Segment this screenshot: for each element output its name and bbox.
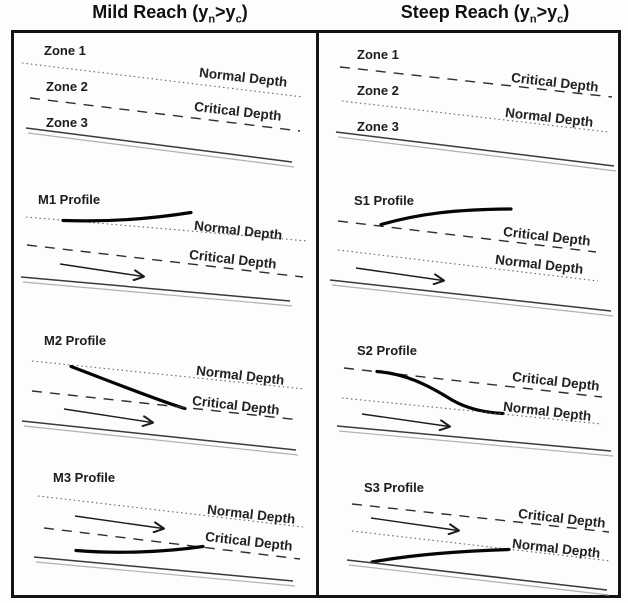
s1-profile-label: S1 Profile: [354, 193, 414, 208]
channel-bed-line: [33, 556, 294, 582]
channel-bed-line: [336, 425, 612, 452]
title-text: >y: [536, 2, 558, 22]
subscript-n: n: [208, 13, 216, 26]
critical-depth-line: [29, 97, 301, 132]
title-text: Mild Reach (y: [92, 2, 209, 22]
flow-direction-arrow: [63, 408, 152, 423]
normal-depth-line: [341, 397, 603, 425]
title-text: Steep Reach (y: [400, 2, 530, 22]
normal-depth-line: [351, 530, 612, 562]
channel-bed-shadow: [338, 430, 614, 457]
m3-profile-label: M3 Profile: [53, 470, 116, 485]
zone2-label: Zone 2: [46, 79, 88, 94]
channel-bed-line: [346, 559, 608, 591]
zone2-label: Zone 2: [357, 83, 399, 98]
channel-bed-line: [335, 131, 615, 167]
channel-bed-shadow: [348, 564, 610, 596]
s2-profile-label: S2 Profile: [357, 343, 417, 358]
column-divider: [316, 33, 319, 595]
zone1-label: Zone 1: [44, 43, 86, 58]
s2-profile-curve: [375, 369, 505, 416]
critical-depth-line: [351, 503, 610, 533]
channel-bed-shadow: [22, 281, 293, 307]
steep-reach-title: Steep Reach (yn>yc): [373, 2, 597, 26]
channel-bed-line: [25, 127, 293, 163]
channel-bed-shadow: [331, 284, 614, 317]
title-text: ): [563, 2, 570, 22]
m2-profile-label: M2 Profile: [44, 333, 107, 348]
figure-frame: [11, 30, 621, 598]
m2-profile-curve: [69, 364, 187, 411]
flow-direction-arrow: [361, 413, 449, 427]
m3-profile-curve: [74, 544, 205, 554]
m1-profile-curve: [61, 210, 193, 223]
critical-depth-line: [31, 390, 301, 421]
title-text: ): [241, 2, 248, 22]
flow-direction-arrow: [355, 267, 443, 281]
normal-depth-line: [31, 360, 306, 390]
channel-bed-shadow: [23, 425, 299, 456]
s1-profile-curve: [379, 207, 513, 227]
flow-direction-arrow: [59, 263, 143, 277]
mild-reach-title: Mild Reach (yn>yc): [58, 2, 282, 26]
channel-bed-shadow: [35, 561, 296, 587]
flow-direction-arrow: [74, 515, 163, 529]
channel-bed-line: [329, 279, 612, 312]
title-text: >y: [215, 2, 236, 22]
s3-profile-label: S3 Profile: [364, 480, 424, 495]
zone3-label: Zone 3: [46, 115, 88, 130]
channel-bed-line: [20, 276, 291, 302]
channel-bed-shadow: [337, 136, 617, 172]
normal-depth-line: [337, 249, 599, 282]
s3-profile-curve: [370, 547, 511, 564]
subscript-c: c: [557, 13, 564, 26]
zone3-label: Zone 3: [357, 119, 399, 134]
channel-bed-line: [21, 420, 297, 451]
critical-depth-line: [337, 220, 597, 253]
zone1-label: Zone 1: [357, 47, 399, 62]
subscript-c: c: [235, 13, 242, 26]
subscript-n: n: [529, 13, 537, 26]
flow-direction-arrow: [370, 517, 458, 531]
critical-depth-line: [43, 527, 301, 560]
channel-bed-shadow: [27, 132, 295, 168]
critical-depth-line: [339, 66, 613, 98]
m1-profile-label: M1 Profile: [38, 192, 101, 207]
